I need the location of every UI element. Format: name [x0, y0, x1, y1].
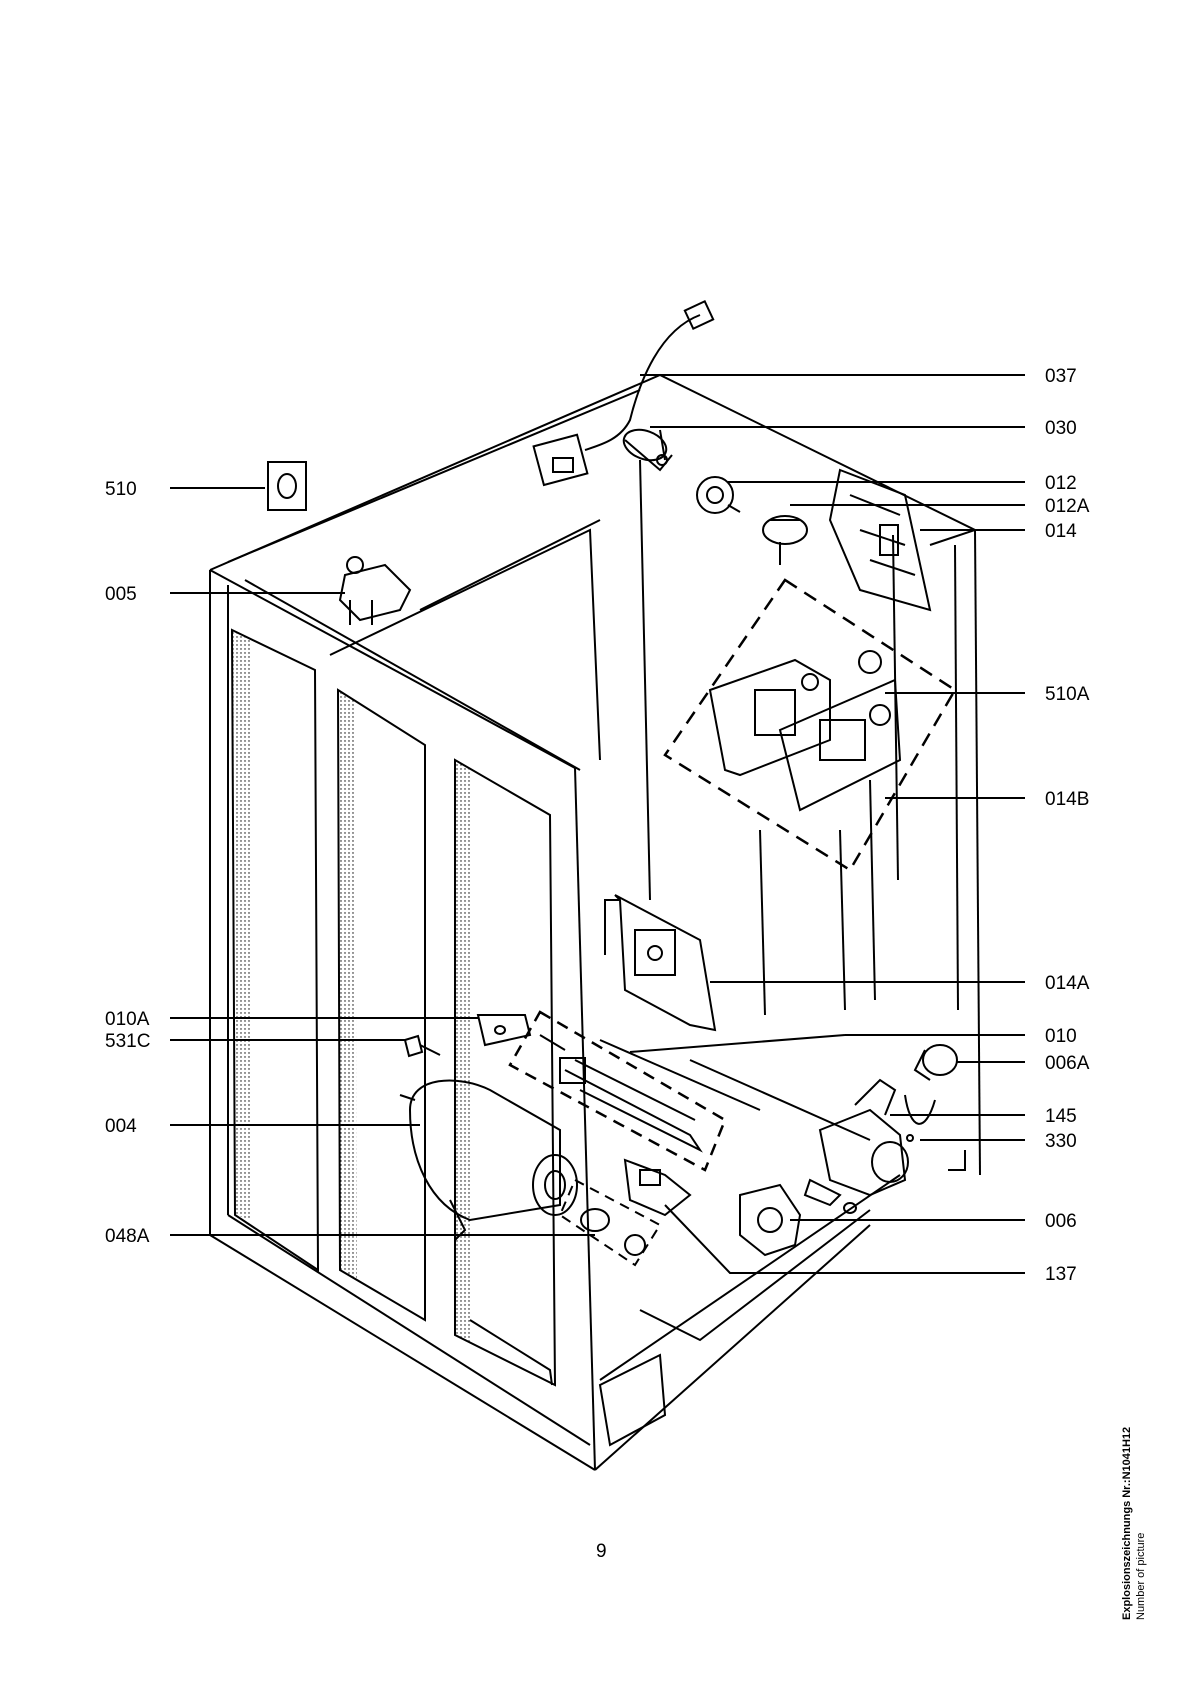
side-panels	[230, 628, 557, 1387]
component-valve-005	[338, 556, 412, 625]
component-pump-housing-145	[803, 1078, 914, 1207]
callout-510A: 510A	[1045, 684, 1090, 705]
picture-number-en: Number of picture	[1135, 1532, 1147, 1620]
component-motor-004	[399, 1079, 578, 1241]
callout-531C: 531C	[105, 1031, 150, 1052]
component-interlock-014	[828, 468, 932, 612]
picture-number-note: Explosionszeichnungs Nr.:N1041H12 Number…	[1120, 1427, 1148, 1620]
callout-137: 137	[1045, 1264, 1077, 1285]
leader-010	[629, 1034, 846, 1053]
callout-330: 330	[1045, 1131, 1077, 1152]
callout-014: 014	[1045, 521, 1077, 542]
component-part-137	[623, 1158, 692, 1217]
component-screw-531C	[403, 1034, 441, 1058]
callout-labels: 037 030 012 012A 014 510A 014B 014A 010 …	[105, 366, 1090, 1285]
callout-012: 012	[1045, 473, 1077, 494]
component-heater-010	[539, 1034, 703, 1153]
callout-037: 037	[1045, 366, 1077, 387]
page-number: 9	[596, 1541, 607, 1562]
callout-006A: 006A	[1045, 1053, 1090, 1074]
callout-004: 004	[105, 1116, 137, 1137]
callout-048A: 048A	[105, 1226, 150, 1247]
callout-010: 010	[1045, 1026, 1077, 1047]
component-filter-006A	[904, 1044, 958, 1125]
callout-010A: 010A	[105, 1009, 150, 1030]
component-panel-510	[267, 461, 307, 511]
component-power-cord-037	[532, 299, 715, 487]
component-control-board-510A	[708, 650, 902, 812]
component-pressure-switch-012A	[762, 515, 808, 565]
component-module-014A	[604, 894, 717, 1032]
callout-014A: 014A	[1045, 973, 1090, 994]
callout-012A: 012A	[1045, 496, 1090, 517]
picture-number-de: Explosionszeichnungs Nr.:N1041H12	[1121, 1426, 1133, 1620]
cabinet-frame	[209, 373, 981, 1471]
component-brush-048A	[580, 1208, 646, 1256]
component-pressure-switch-012	[696, 476, 741, 514]
component-bracket-010A	[476, 1014, 532, 1047]
component-capacitor-030	[622, 428, 673, 472]
dashed-group-control-board	[663, 578, 957, 872]
dashed-group-heater	[508, 1010, 727, 1172]
callout-005: 005	[105, 584, 137, 605]
dashed-group-brush	[558, 1178, 662, 1267]
leader-lines	[170, 374, 1025, 1274]
callout-014B: 014B	[1045, 789, 1089, 810]
callout-145: 145	[1045, 1106, 1077, 1127]
callout-030: 030	[1045, 418, 1077, 439]
callout-006: 006	[1045, 1211, 1077, 1232]
callout-510: 510	[105, 479, 137, 500]
component-pump-006	[739, 1183, 857, 1257]
leader-137	[664, 1204, 1025, 1274]
